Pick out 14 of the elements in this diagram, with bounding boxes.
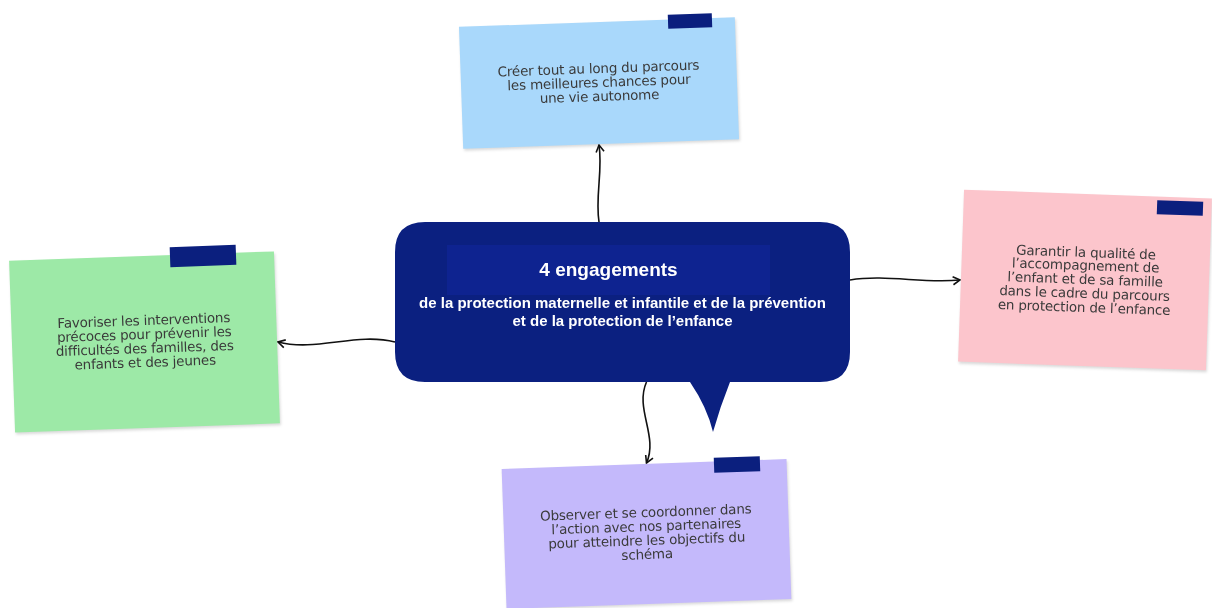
sticky-note [458, 17, 740, 149]
arrow [277, 338, 396, 349]
arrow [849, 275, 961, 286]
subtitle-text: de la protection maternelle et infantile et de la prévention et de la protection de l’enfance [418, 294, 827, 330]
arrow [595, 144, 605, 223]
sticky-note [958, 189, 1212, 371]
note-text: Créer tout au long du parcours les meilleures chances pour une vie autonome [496, 58, 701, 108]
sticky-note [501, 459, 792, 608]
sticky-note [9, 251, 280, 433]
note-text: Observer et se coordonner dans l’action avec nos partenaires pour atteindre les objectifs du schéma [538, 502, 753, 565]
note-text: Favoriser les interventions précoces pour prévenir les difficultés des familles, des enfants et des jeunes [54, 311, 235, 373]
arrow [642, 381, 654, 464]
note-text: Garantir la qualité de l’accompagnement de l’enfant et de sa famille dans le cadre du parcours en protection de l’enfance [996, 242, 1172, 318]
title-band: 4 engagements [447, 245, 770, 295]
